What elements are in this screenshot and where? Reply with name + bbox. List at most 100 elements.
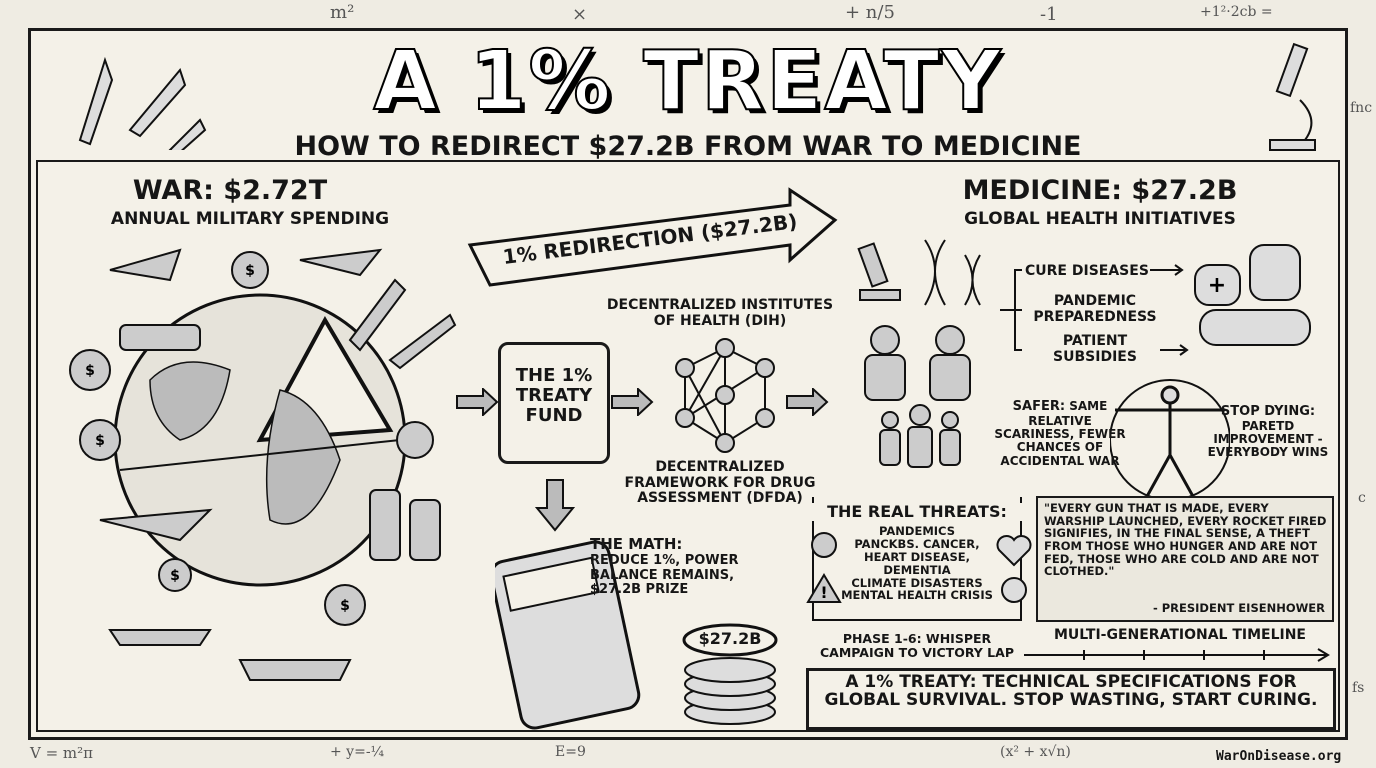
doodle: fnc bbox=[1350, 100, 1373, 116]
arrow-down-icon bbox=[535, 479, 575, 532]
doodle: m² bbox=[330, 2, 355, 23]
quote-scroll bbox=[1036, 496, 1334, 622]
content-frame bbox=[36, 160, 1340, 732]
hospital-pods-illustration: + bbox=[1194, 244, 1311, 346]
treaty-fund-scroll bbox=[498, 342, 610, 464]
doodle: c bbox=[1358, 490, 1366, 506]
threat-icons-left: ! bbox=[806, 532, 842, 603]
safer-heading: SAFER: bbox=[1012, 399, 1066, 414]
gear-icon bbox=[324, 584, 366, 626]
stop-dying-body: PARETD IMPROVEMENT - EVERYBODY WINS bbox=[1207, 418, 1329, 460]
doodle: + y=-¼ bbox=[330, 744, 385, 760]
watermark: WarOnDisease.org bbox=[1216, 749, 1342, 764]
svg-text:$: $ bbox=[95, 433, 105, 449]
doodle: + n/5 bbox=[845, 2, 895, 23]
nurse-icon bbox=[935, 325, 965, 355]
page-title: A 1% TREATY bbox=[372, 34, 1003, 129]
network-graph-icon bbox=[675, 338, 775, 453]
quote-author: - PRESIDENT EISENHOWER bbox=[1152, 601, 1325, 615]
redirection-banner bbox=[467, 187, 838, 287]
doodle: (x² + x√n) bbox=[1000, 744, 1071, 760]
jet-icon bbox=[109, 248, 182, 282]
gear-icon bbox=[231, 251, 269, 289]
microscope-illustration bbox=[1269, 42, 1316, 151]
gear-icon bbox=[396, 421, 434, 459]
coin-label: $27.2B bbox=[698, 629, 762, 648]
gear-icon bbox=[79, 419, 121, 461]
missile-icon bbox=[348, 278, 407, 352]
doodle: × bbox=[572, 4, 588, 25]
heart-icon bbox=[996, 535, 1032, 567]
threat-item: PANDEMICS bbox=[879, 524, 955, 538]
svg-text:!: ! bbox=[820, 583, 827, 602]
stop-dying-heading: STOP DYING: bbox=[1220, 404, 1316, 419]
warship-icon bbox=[108, 629, 212, 646]
dih-label: DECENTRALIZED INSTITUTES OF HEALTH (DIH) bbox=[606, 297, 834, 329]
outcome-patient-subsidies: PATIENT SUBSIDIES bbox=[1053, 333, 1137, 365]
threat-icons-right bbox=[996, 535, 1032, 603]
rockets-illustration bbox=[78, 56, 207, 150]
timeline-label: MULTI-GENERATIONAL TIMELINE bbox=[1053, 627, 1306, 643]
tank-icon bbox=[119, 324, 201, 351]
doodle: E=9 bbox=[555, 744, 586, 760]
page-subtitle: HOW TO REDIRECT $27.2B FROM WAR TO MEDIC… bbox=[294, 131, 1082, 162]
doodle: V = m²π bbox=[30, 744, 94, 762]
quote-text: "EVERY GUN THAT IS MADE, EVERY WARSHIP L… bbox=[1044, 501, 1327, 579]
svg-text:$: $ bbox=[85, 363, 95, 379]
microscope-icon bbox=[857, 242, 889, 288]
math-body: REDUCE 1%, POWER BALANCE REMAINS, $27.2B… bbox=[590, 553, 739, 598]
dna-icon bbox=[924, 239, 946, 306]
doodle: -1 bbox=[1040, 4, 1058, 25]
gear-icon bbox=[158, 558, 192, 592]
math-heading: THE MATH: bbox=[590, 535, 683, 553]
gear-icon bbox=[69, 349, 111, 391]
warship-icon bbox=[238, 659, 352, 681]
doctor-icon bbox=[870, 325, 900, 355]
medicine-subheading: GLOBAL HEALTH INITIATIVES bbox=[964, 209, 1236, 229]
soldier-icon bbox=[409, 499, 441, 561]
threat-item: MENTAL HEALTH CRISIS bbox=[841, 588, 993, 603]
safer-body: SAME RELATIVE SCARINESS, FEWER CHANCES O… bbox=[994, 399, 1126, 468]
doodle: +1²·2cb = bbox=[1200, 4, 1273, 20]
dna-icon bbox=[964, 254, 981, 306]
soldier-icon bbox=[369, 489, 401, 561]
threat-item: PANCKBS. CANCER, bbox=[854, 536, 980, 551]
jet-icon bbox=[299, 248, 383, 277]
threat-item: DEMENTIA bbox=[883, 562, 951, 577]
threats-heading: THE REAL THREATS: bbox=[812, 503, 1022, 521]
arrow-right-icon bbox=[786, 388, 829, 416]
threat-item: HEART DISEASE, bbox=[864, 549, 970, 564]
footer-box bbox=[806, 668, 1336, 730]
medical-illustration bbox=[857, 239, 981, 468]
arrow-right-icon bbox=[456, 388, 499, 416]
stop-dying-text: STOP DYING:PARETD IMPROVEMENT - EVERYBOD… bbox=[1200, 404, 1336, 460]
calculator-icon bbox=[495, 540, 641, 730]
war-heading: WAR: $2.72T bbox=[132, 175, 328, 206]
medicine-heading: MEDICINE: $27.2B bbox=[962, 175, 1238, 206]
timeline-arrow bbox=[1024, 648, 1330, 662]
missile-icon bbox=[388, 313, 457, 370]
safer-text: SAFER: SAME RELATIVE SCARINESS, FEWER CH… bbox=[990, 399, 1130, 468]
coin-stack-icon bbox=[682, 623, 778, 725]
warning-icon bbox=[806, 573, 842, 603]
footer-text: A 1% TREATY: TECHNICAL SPECIFICATIONS FO… bbox=[824, 672, 1318, 711]
doodle: fs bbox=[1352, 680, 1365, 696]
threat-item: CLIMATE DISASTERS bbox=[851, 575, 983, 590]
svg-text:+: + bbox=[1208, 273, 1226, 298]
war-subheading: ANNUAL MILITARY SPENDING bbox=[110, 209, 390, 229]
arrow-right-icon bbox=[611, 388, 654, 416]
outcome-branch-arrows bbox=[1000, 264, 1189, 356]
jet-icon bbox=[99, 508, 213, 542]
world-globe-military-illustration: $ $ $ $ $ bbox=[69, 248, 457, 681]
virus-icon bbox=[811, 532, 837, 558]
svg-text:$: $ bbox=[340, 598, 350, 614]
threats-list: PANDEMICS PANCKBS. CANCER, HEART DISEASE… bbox=[840, 525, 994, 602]
svg-text:$: $ bbox=[170, 568, 180, 584]
outcome-cure-diseases: CURE DISEASES bbox=[1025, 263, 1149, 279]
treaty-fund-label: THE 1% TREATY FUND bbox=[515, 365, 593, 427]
svg-text:$: $ bbox=[245, 263, 255, 279]
timeline-phase: PHASE 1-6: WHISPER CAMPAIGN TO VICTORY L… bbox=[819, 631, 1014, 660]
brain-icon bbox=[1001, 577, 1027, 603]
outcome-pandemic-preparedness: PANDEMIC PREPAREDNESS bbox=[1033, 293, 1157, 325]
dfda-label: DECENTRALIZED FRAMEWORK FOR DRUG ASSESSM… bbox=[624, 459, 816, 507]
